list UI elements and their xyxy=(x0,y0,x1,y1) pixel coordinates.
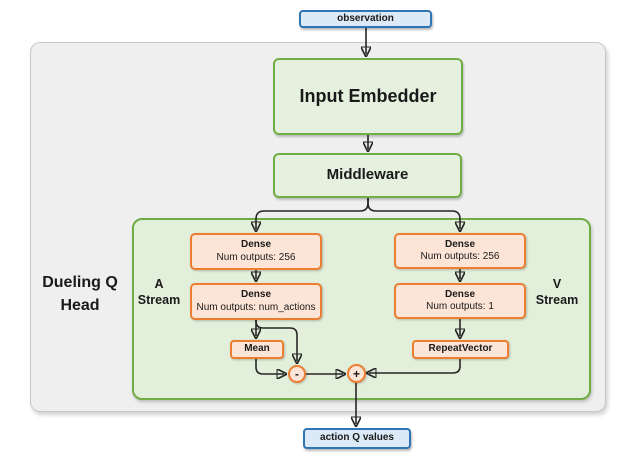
input-embedder-node: Input Embedder xyxy=(273,58,463,135)
input-embedder-label: Input Embedder xyxy=(299,86,437,107)
v-stream-dense2-subtitle: Num outputs: 1 xyxy=(426,301,494,312)
add-op-label: + xyxy=(352,366,360,381)
connector-a-dense2-to-subtract xyxy=(255,320,297,361)
middleware-node: Middleware xyxy=(273,153,462,198)
action-q-values-label: action Q values xyxy=(320,432,394,444)
v-stream-dense2-title: Dense xyxy=(444,288,475,300)
v-stream-dense1-subtitle: Num outputs: 256 xyxy=(420,251,500,262)
connector-repeatvector-to-add xyxy=(369,359,461,373)
connector-middleware-to-a-dense1 xyxy=(256,198,369,229)
middleware-label: Middleware xyxy=(326,166,409,184)
a-stream-label-line2: Stream xyxy=(137,292,181,307)
a-stream-label-line1: A xyxy=(154,277,164,291)
a-stream-dense2-subtitle: Num outputs: num_actions xyxy=(196,301,316,313)
observation-label: observation xyxy=(337,12,394,24)
v-stream-dense1-node: Dense Num outputs: 256 xyxy=(394,233,526,269)
repeat-vector-label: RepeatVector xyxy=(428,343,493,355)
a-stream-dense1-title: Dense xyxy=(240,239,271,250)
a-stream-dense1-node: Dense Num outputs: 256 xyxy=(190,233,322,270)
a-stream-dense2-node: Dense Num outputs: num_actions xyxy=(190,283,322,320)
subtract-op-label: - xyxy=(295,367,299,381)
a-stream-dense2-title: Dense xyxy=(240,289,271,300)
dueling-q-head-label-line1: Dueling Q xyxy=(42,274,118,291)
add-op-node: + xyxy=(347,364,366,383)
dueling-q-head-label-line2: Head xyxy=(60,297,100,315)
connector-mean-to-subtract xyxy=(255,359,284,374)
mean-node: Mean xyxy=(230,340,284,359)
a-stream-dense1-subtitle: Num outputs: 256 xyxy=(216,251,296,263)
v-stream-label-line2: Stream xyxy=(535,292,579,307)
repeat-vector-node: RepeatVector xyxy=(412,340,509,359)
mean-label: Mean xyxy=(244,343,270,355)
connector-middleware-to-v-dense1 xyxy=(367,198,460,229)
v-stream-label: V Stream xyxy=(524,277,590,308)
v-stream-dense1-title: Dense xyxy=(444,238,475,250)
observation-node: observation xyxy=(299,10,432,28)
action-q-values-node: action Q values xyxy=(303,428,411,449)
dueling-q-head-label: Dueling Q Head xyxy=(20,271,140,317)
v-stream-dense2-node: Dense Num outputs: 1 xyxy=(394,283,526,319)
v-stream-label-line1: V xyxy=(552,277,562,291)
a-stream-label: A Stream xyxy=(126,277,192,308)
subtract-op-node: - xyxy=(288,365,306,383)
